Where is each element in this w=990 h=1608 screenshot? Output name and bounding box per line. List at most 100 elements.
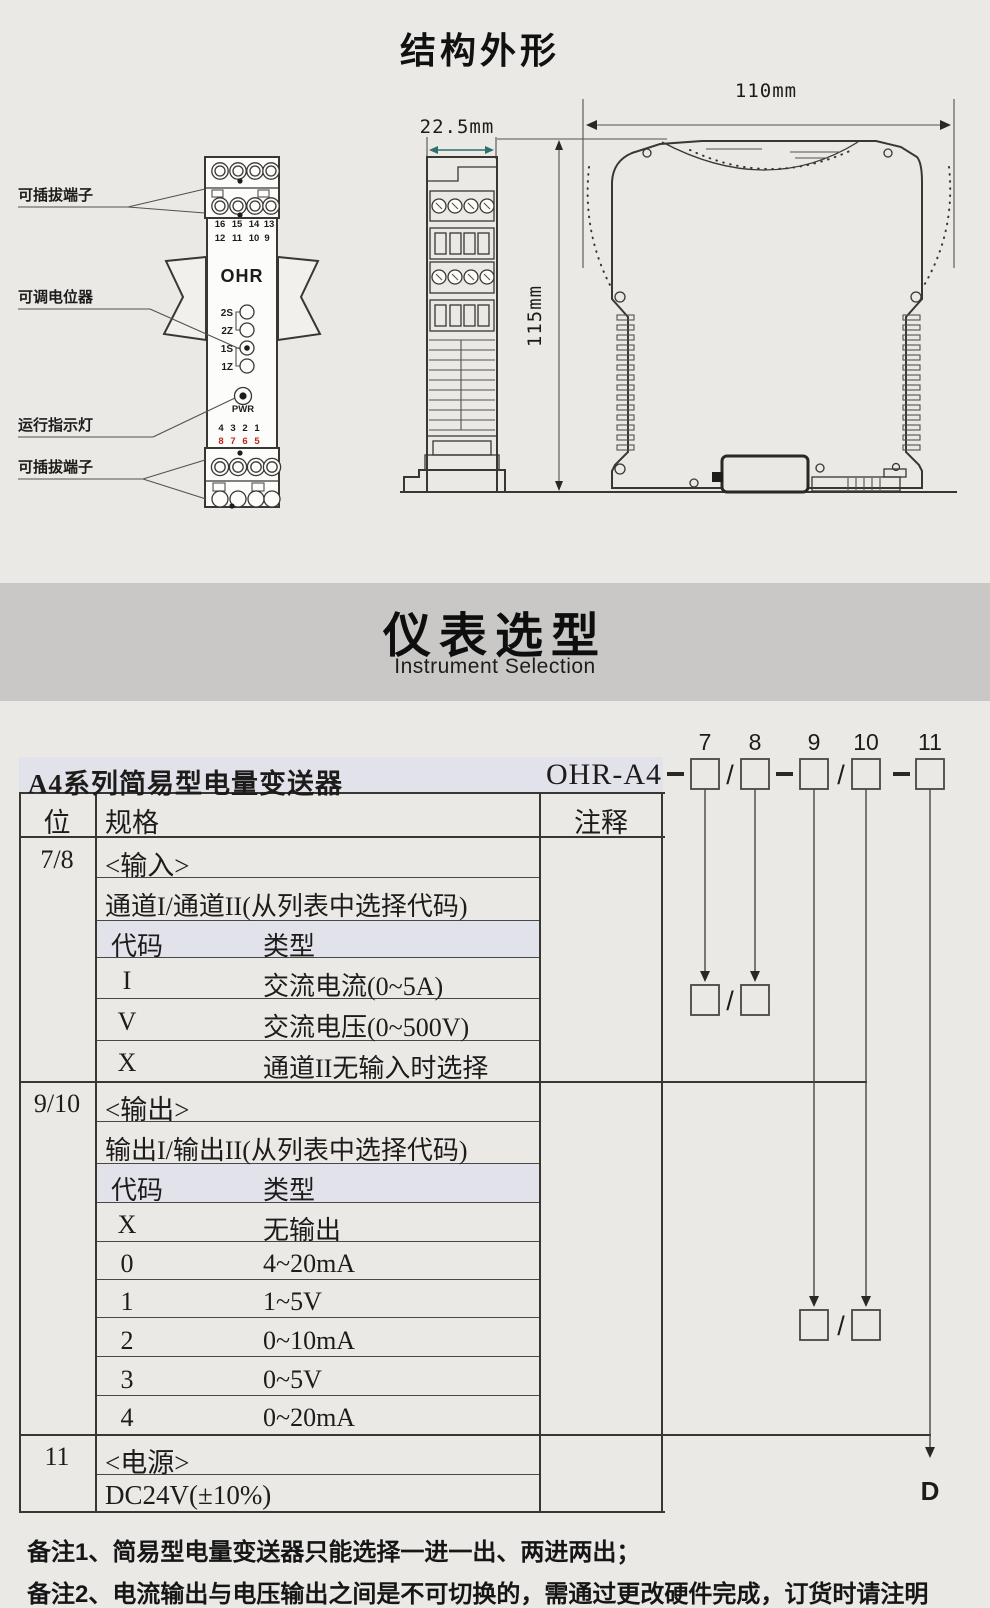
code-box-8 [740,758,770,790]
slash-separator: / [726,986,734,1016]
terminal-number: 4 [218,423,224,434]
input-type-header: 类型 [263,932,316,961]
code-box-9 [799,758,829,790]
code-header-band-output [97,1163,539,1202]
code-cell: I [122,966,132,995]
clip-swing-arc-left [586,166,612,288]
clip-spring [712,472,723,482]
type-cell: 交流电压(0~500V) [263,1013,470,1042]
output-code-header: 代码 [111,1176,164,1205]
product-row-band [19,757,663,792]
pot-label: 2S [221,308,234,319]
code-box-10 [851,758,881,790]
output-power-divider [19,1434,931,1436]
terminal-number: 11 [232,233,243,244]
code-box-11 [915,758,945,790]
terminal-number: 9 [264,233,269,244]
polarity-dot-2 [237,212,243,218]
code-cell: 3 [120,1365,134,1394]
terminal-number-red: 7 [230,436,235,447]
type-cell: 通道II无输入时选择 [263,1054,489,1083]
input-output-divider [19,1081,867,1083]
pot-label: 2Z [221,326,233,337]
front-top-screws-row1 [211,162,280,180]
callout-plug-bottom: 可插拔端子 [18,458,93,476]
code-cell: V [117,1007,137,1036]
callout-pot: 可调电位器 [18,288,94,306]
terminal-number: 14 [249,219,260,230]
front-bottom-screws-row1 [210,457,282,477]
terminal-number: 15 [232,219,243,230]
slash-separator: / [837,760,845,790]
digit-label: 7 [699,729,712,755]
digit-label: 11 [918,729,942,755]
power-code-label: D [921,1476,940,1506]
pot-label: 1S [221,344,234,355]
output-type-header: 类型 [263,1176,316,1205]
front-view: 16 15 14 13 12 11 10 9 OHR 2S 2Z 1S 1Z [18,156,322,509]
slash-separator: / [726,760,734,790]
dim-115: 115mm [497,138,667,491]
front-bottom-screws-row2 [211,490,281,508]
code-cell: 4 [120,1403,134,1432]
terminal-number: 13 [264,219,275,230]
leader-lines [700,789,935,1458]
type-cell: 4~20mA [263,1249,356,1278]
col-header-note: 注释 [574,808,628,838]
input-code-slots [690,984,770,1016]
product-name: A4系列简易型电量变送器 [28,769,343,799]
pos-11: 11 [44,1442,70,1471]
note-1: 备注1、简易型电量变送器只能选择一进一出、两进两出； [27,1539,641,1566]
pot-label: 1Z [221,362,233,373]
code-cell: X [117,1048,137,1077]
dim-width-side: 22.5mm [420,116,495,138]
digit-label: 8 [749,729,762,755]
pwr-label: PWR [232,404,254,415]
output-desc: 输出I/输出II(从列表中选择代码) [105,1136,468,1165]
terminal-number-red: 6 [242,436,247,447]
power-value: DC24V(±10%) [105,1480,272,1510]
selection-subtitle: Instrument Selection [394,655,596,678]
terminal-number: 10 [249,233,260,244]
structure-title: 结构外形 [399,30,560,71]
type-cell: 交流电流(0~5A) [263,972,444,1001]
power-led: PWR [232,386,254,415]
terminal-number: 1 [254,423,260,434]
slash-separator: / [837,1311,845,1341]
code-box-7 [690,758,720,790]
profile-screws [614,148,922,488]
pot-1s-dot [244,345,250,351]
type-cell: 无输出 [263,1216,342,1245]
code-cell: 1 [120,1287,134,1316]
profile-view: 110mm [582,80,955,494]
pos-9-10: 9/10 [33,1089,81,1118]
polarity-dot-1 [237,178,243,184]
front-top-screws-row2 [211,197,280,215]
profile-outline [611,140,923,489]
input-desc: 通道I/通道II(从列表中选择代码) [105,892,468,921]
type-cell: 0~20mA [263,1403,356,1432]
code-cell: X [117,1210,137,1239]
structure-drawings: 16 15 14 13 12 11 10 9 OHR 2S 2Z 1S 1Z [18,80,957,509]
potentiometers: 2S 2Z 1S 1Z [221,304,255,374]
callout-plug-top: 可插拔端子 [18,186,93,204]
code-header-band-input [97,920,539,957]
digit-label: 9 [808,729,821,755]
type-cell: 1~5V [263,1287,322,1316]
type-cell: 0~10mA [263,1326,356,1355]
terminal-number: 3 [230,423,235,434]
code-cell: 2 [120,1326,134,1355]
code-cell: 0 [120,1249,134,1278]
col-header-spec: 规格 [105,808,159,838]
note-2: 备注2、电流输出与电压输出之间是不可切换的，需通过更改硬件完成，订货时请注明 [27,1581,929,1608]
selection-banner: 仪表选型 Instrument Selection [0,583,990,701]
callout-run-led: 运行指示灯 [18,416,93,434]
terminal-number: 16 [215,219,226,230]
callouts: 可插拔端子 可调电位器 运行指示灯 可插拔端子 [18,186,241,500]
terminal-number: 12 [215,233,226,244]
pos-7-8: 7/8 [40,845,74,874]
group-output: <输出> [105,1095,190,1125]
group-input: <输入> [105,851,190,881]
terminal-number-red: 5 [254,436,260,447]
